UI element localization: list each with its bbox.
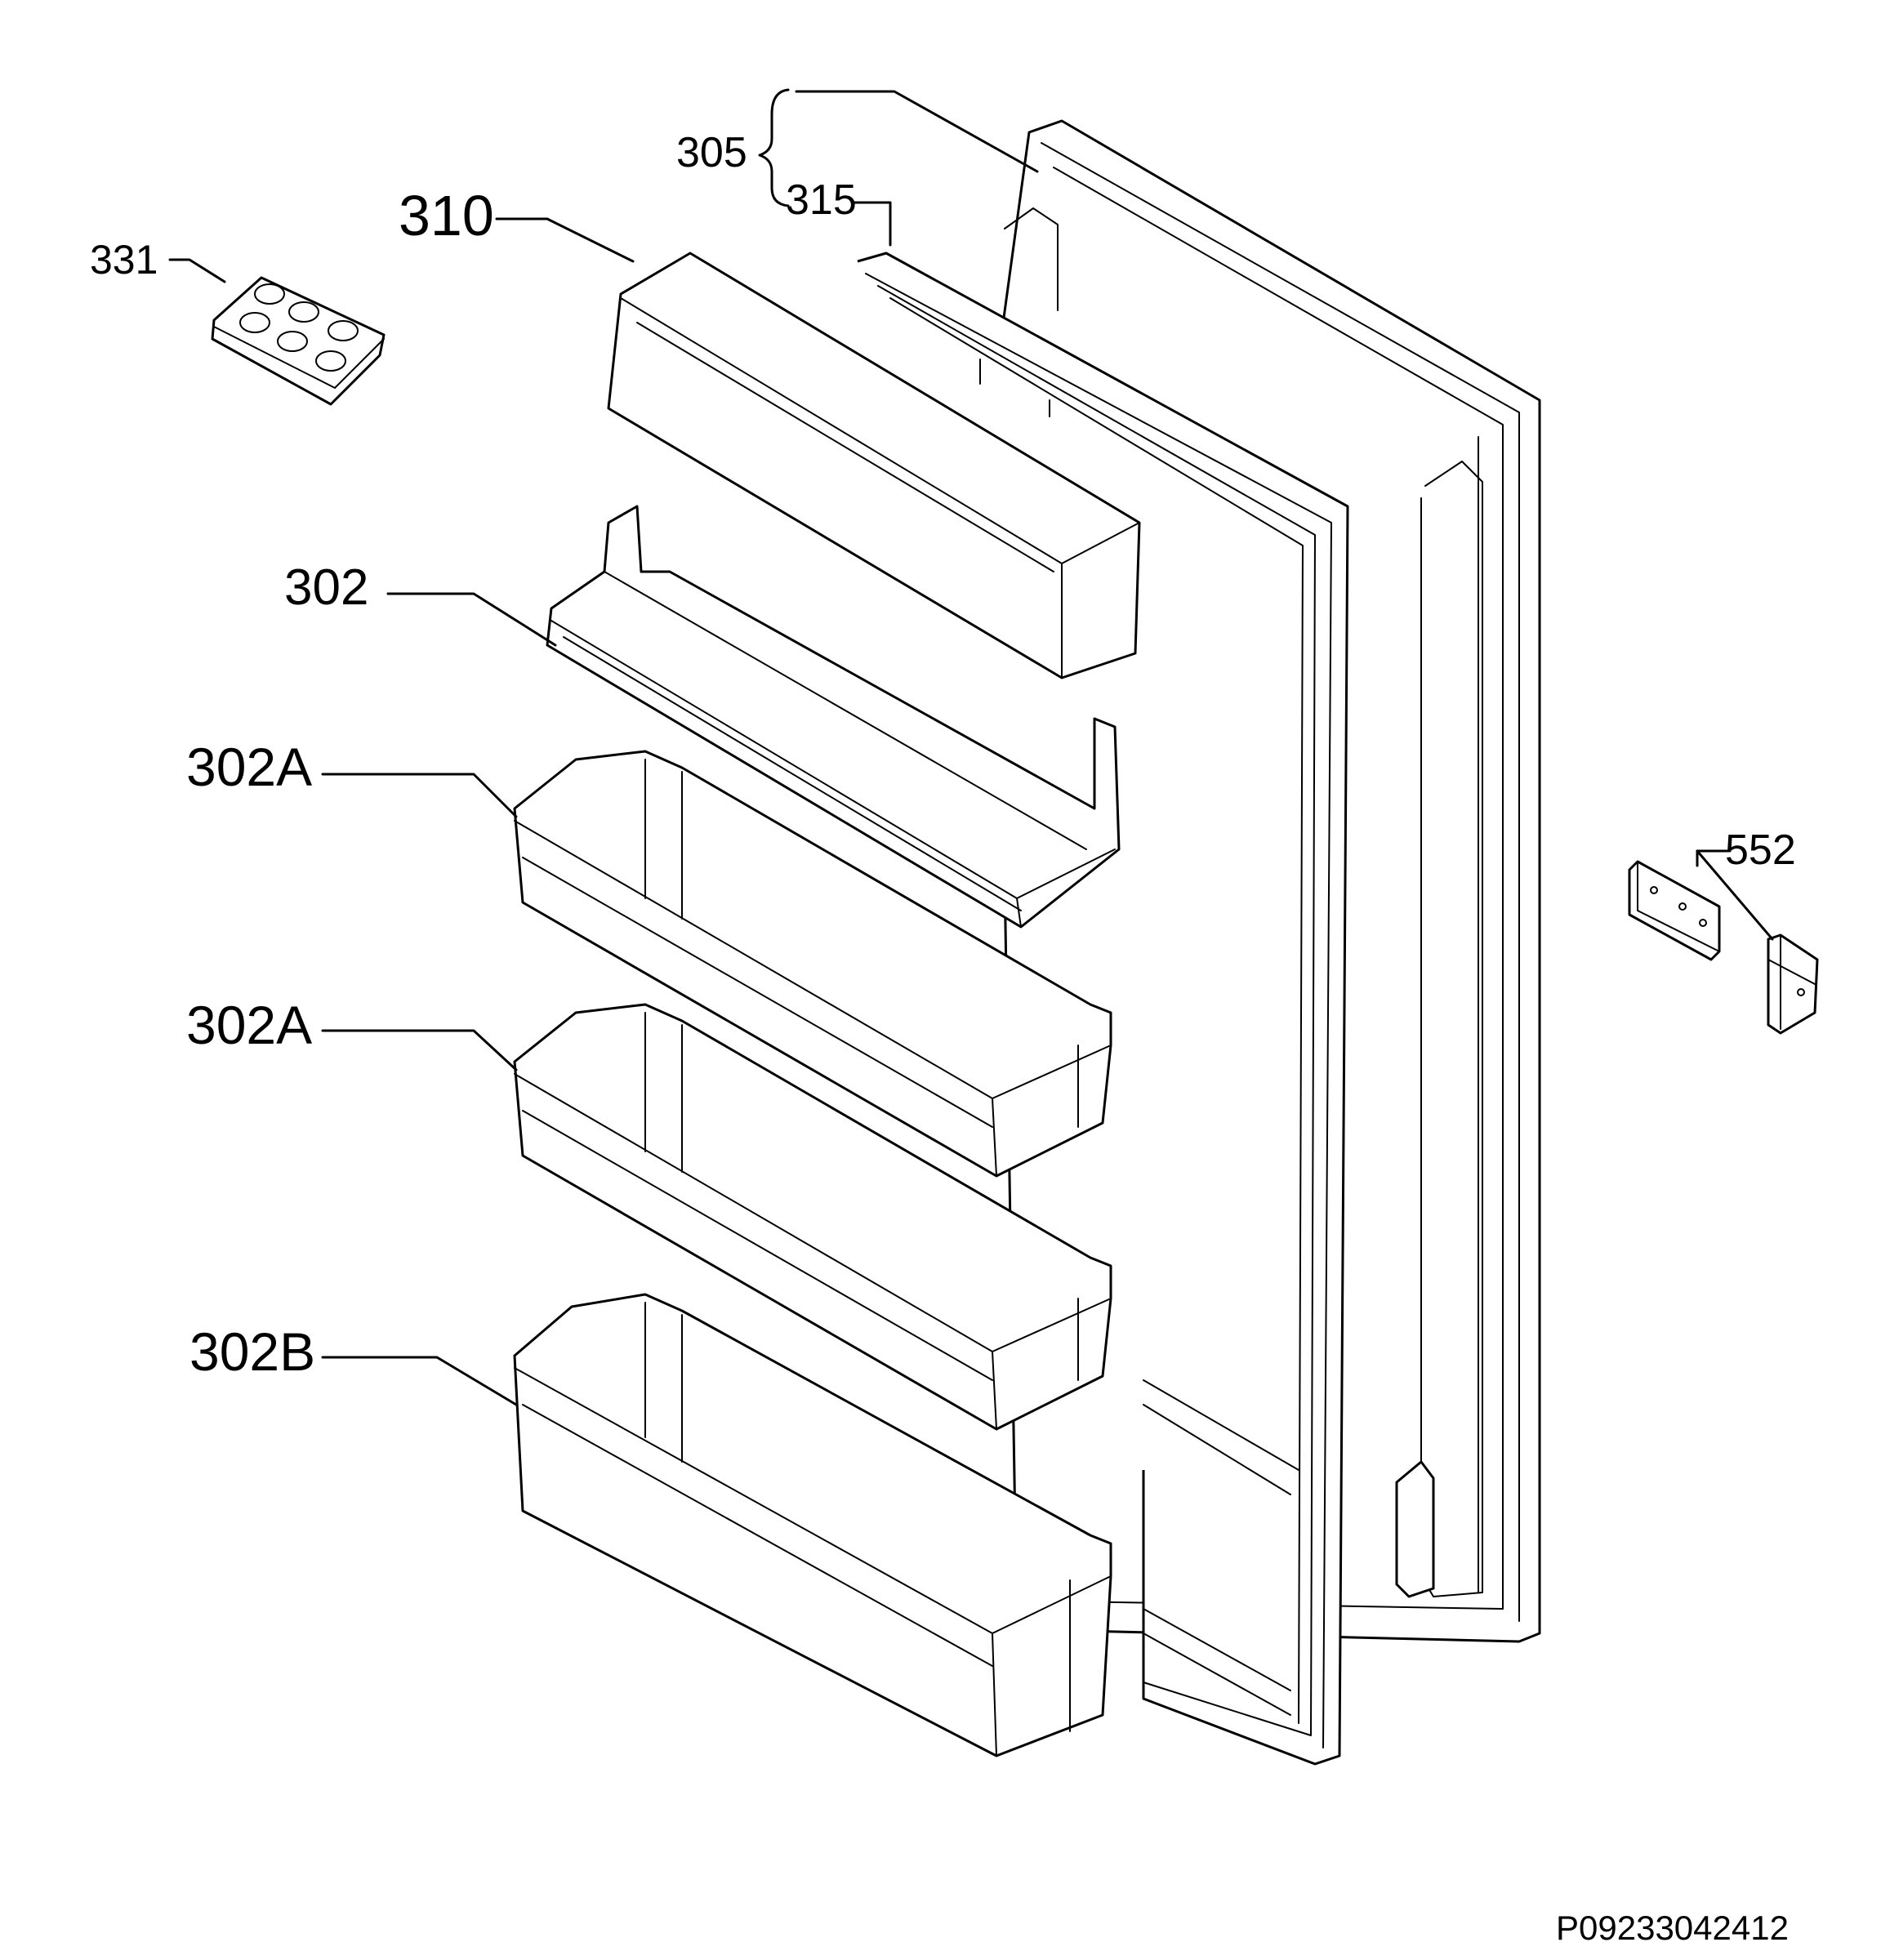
label-302b: 302B xyxy=(189,1321,315,1382)
label-302a-lower: 302A xyxy=(186,995,312,1055)
leader-lines xyxy=(168,88,1774,1406)
door-shelf-302a-lower xyxy=(513,1003,1112,1431)
label-302a-upper: 302A xyxy=(186,737,312,797)
label-552: 552 xyxy=(1725,826,1796,874)
door-shelf-302 xyxy=(546,505,1121,929)
door-shelf-302a-upper xyxy=(513,750,1112,1178)
dairy-compartment-cover xyxy=(607,252,1141,679)
label-331: 331 xyxy=(90,237,158,283)
egg-tray xyxy=(211,276,386,406)
hinge-plates xyxy=(1628,860,1819,1035)
drawing-number: P09233042412 xyxy=(1556,1909,1789,1947)
label-315: 315 xyxy=(786,176,857,224)
door-shelf-302b xyxy=(513,1293,1112,1757)
callout-labels: 305 315 310 331 302 302A 302A 302B 552 P… xyxy=(90,129,1796,1947)
label-305: 305 xyxy=(676,129,747,176)
brace-305 xyxy=(758,88,790,207)
label-310: 310 xyxy=(399,184,494,247)
label-302: 302 xyxy=(284,559,368,616)
